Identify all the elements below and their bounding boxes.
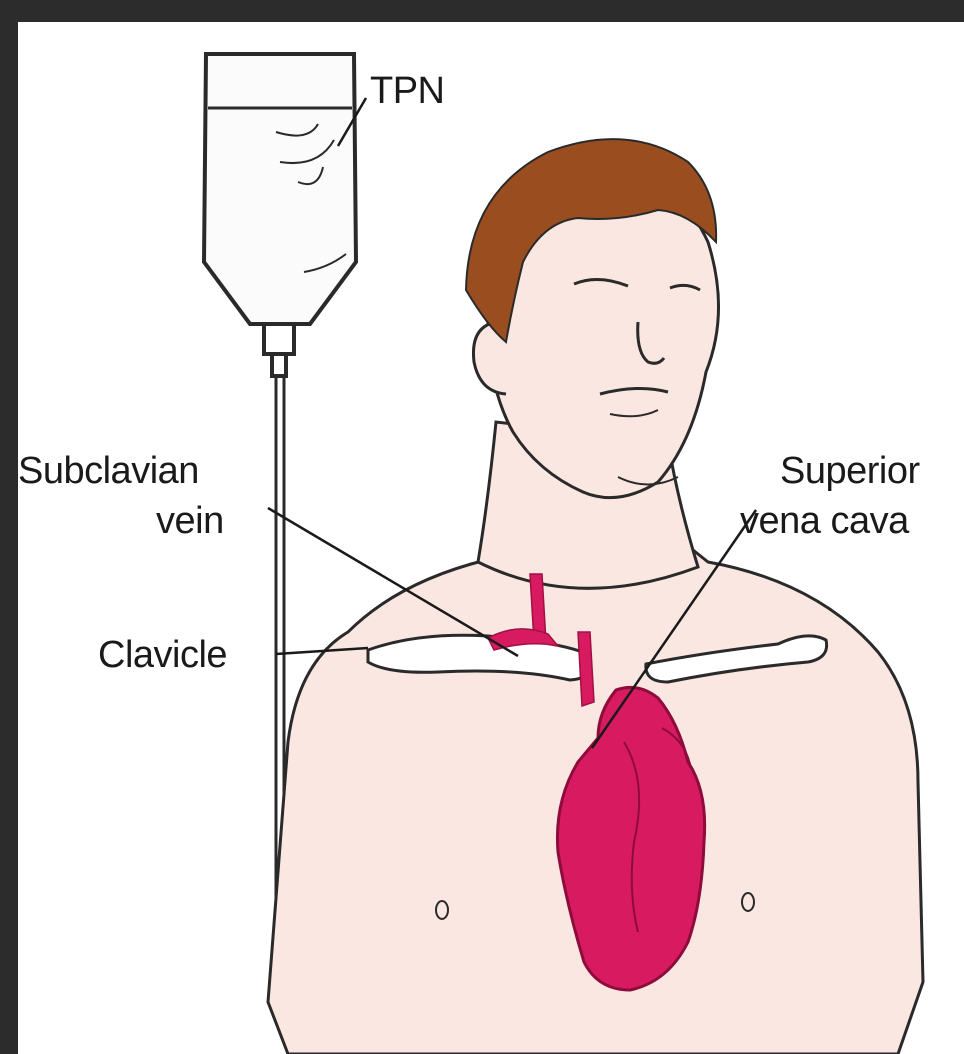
- label-superior-vena-cava-line1: Superior: [780, 450, 920, 492]
- label-clavicle: Clavicle: [98, 634, 227, 676]
- label-subclavian-vein-line2: vein: [156, 500, 224, 542]
- tpn-iv-bag: [204, 54, 356, 376]
- illustration-panel: TPN Subclavian vein Clavicle Superior ve…: [18, 22, 964, 1054]
- label-tpn: TPN: [370, 70, 445, 112]
- label-subclavian-vein-line1: Subclavian: [18, 450, 199, 492]
- label-superior-vena-cava-line2: vena cava: [740, 500, 909, 542]
